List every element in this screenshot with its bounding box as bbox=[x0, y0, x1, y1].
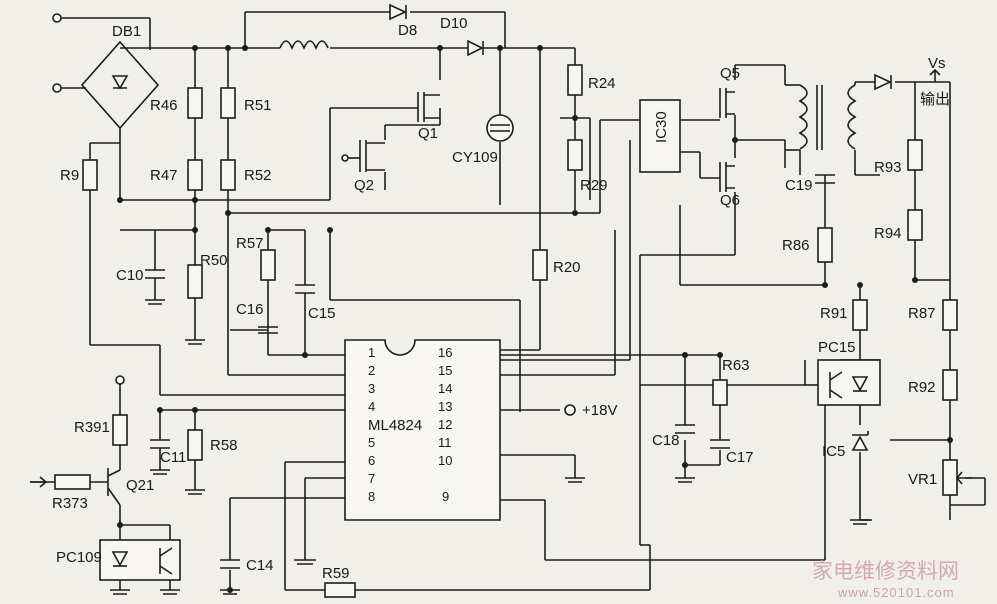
label-output: 输出 bbox=[920, 91, 950, 108]
label-r9: R9 bbox=[60, 167, 79, 184]
label-r52: R52 bbox=[244, 167, 272, 184]
label-r59: R59 bbox=[322, 565, 350, 582]
label-r51: R51 bbox=[244, 97, 272, 114]
label-c17: C17 bbox=[726, 449, 754, 466]
component-labels: DB1 D8 D10 R46 R51 Q1 CY109 Q2 R9 R47 R5… bbox=[52, 15, 950, 582]
pin-9: 9 bbox=[442, 489, 449, 504]
label-c11: C11 bbox=[160, 449, 186, 466]
label-ic5: IC5 bbox=[822, 443, 845, 460]
label-q1: Q1 bbox=[418, 125, 438, 142]
pin-6: 6 bbox=[368, 453, 375, 468]
junction-dots bbox=[117, 45, 953, 593]
components bbox=[30, 3, 972, 598]
pin-8: 8 bbox=[368, 489, 375, 504]
ic-pin-labels: 1 2 3 4 5 6 7 8 16 15 14 13 12 11 10 9 bbox=[368, 345, 452, 504]
pin-12: 12 bbox=[438, 417, 452, 432]
label-c16: C16 bbox=[236, 301, 264, 318]
label-r91: R91 bbox=[820, 305, 848, 322]
label-r57: R57 bbox=[236, 235, 264, 252]
label-q5: Q5 bbox=[720, 65, 740, 82]
label-cy109: CY109 bbox=[452, 149, 498, 166]
label-c15: C15 bbox=[308, 305, 336, 322]
watermark-url: www.520101.com bbox=[837, 585, 955, 600]
label-r93: R93 bbox=[874, 159, 902, 176]
label-q21: Q21 bbox=[126, 477, 154, 494]
pin-13: 13 bbox=[438, 399, 452, 414]
pin-1: 1 bbox=[368, 345, 375, 360]
label-r86: R86 bbox=[782, 237, 810, 254]
label-r46: R46 bbox=[150, 97, 178, 114]
label-r92: R92 bbox=[908, 379, 936, 396]
label-q6: Q6 bbox=[720, 192, 740, 209]
label-c10: C10 bbox=[116, 267, 144, 284]
pin-2: 2 bbox=[368, 363, 375, 378]
label-r94: R94 bbox=[874, 225, 902, 242]
label-r63: R63 bbox=[722, 357, 750, 374]
label-vs: Vs bbox=[928, 55, 946, 72]
label-r50: R50 bbox=[200, 252, 228, 269]
pin-16: 16 bbox=[438, 345, 452, 360]
label-r87: R87 bbox=[908, 305, 936, 322]
pin-10: 10 bbox=[438, 453, 452, 468]
label-r24: R24 bbox=[588, 75, 616, 92]
label-ic30: IC30 bbox=[653, 111, 670, 143]
pin-15: 15 bbox=[438, 363, 452, 378]
label-r47: R47 bbox=[150, 167, 178, 184]
label-r20: R20 bbox=[553, 259, 581, 276]
pin-5: 5 bbox=[368, 435, 375, 450]
label-c18: C18 bbox=[652, 432, 680, 449]
ground-symbols bbox=[110, 299, 870, 595]
label-vr1: VR1 bbox=[908, 471, 937, 488]
watermark-text: 家电维修资料网 bbox=[812, 559, 959, 583]
pin-14: 14 bbox=[438, 381, 452, 396]
label-r391: R391 bbox=[74, 419, 110, 436]
pin-11: 11 bbox=[438, 435, 452, 450]
label-pc109: PC109 bbox=[56, 549, 102, 566]
pin-3: 3 bbox=[368, 381, 375, 396]
label-ml4824: ML4824 bbox=[368, 417, 422, 434]
label-d8: D8 bbox=[398, 22, 417, 39]
label-plus18v: +18V bbox=[582, 402, 617, 419]
label-c14: C14 bbox=[246, 557, 274, 574]
pin-7: 7 bbox=[368, 471, 375, 486]
label-q2: Q2 bbox=[354, 177, 374, 194]
label-pc15: PC15 bbox=[818, 339, 856, 356]
label-r373: R373 bbox=[52, 495, 88, 512]
label-r29: R29 bbox=[580, 177, 608, 194]
pin-4: 4 bbox=[368, 399, 375, 414]
label-d10: D10 bbox=[440, 15, 468, 32]
label-db1: DB1 bbox=[112, 23, 141, 40]
label-c19: C19 bbox=[785, 177, 813, 194]
label-r58: R58 bbox=[210, 437, 238, 454]
